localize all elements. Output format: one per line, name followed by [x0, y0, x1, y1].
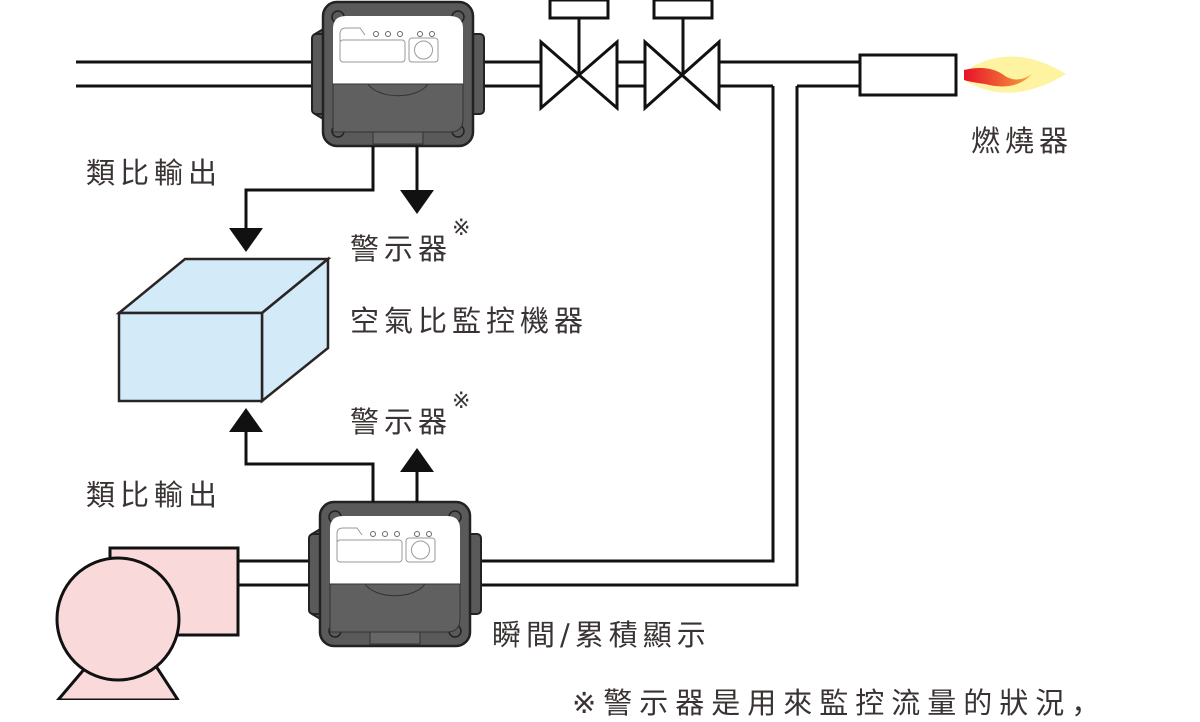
valve-2	[643, 0, 721, 112]
analog-output-bottom-label: 類比輸出	[86, 478, 223, 512]
footnote: ※警示器是用來監控流量的狀況，	[572, 686, 1108, 720]
arrow-up-to-monitor	[229, 408, 263, 432]
alarm-top-mark: ※	[452, 216, 471, 241]
blower	[55, 546, 312, 700]
display-label: 瞬間/累積顯示	[492, 618, 711, 652]
alarm-bottom-label: 警示器※	[350, 389, 470, 441]
arrow-down-to-alarm	[400, 190, 434, 214]
flow-meter-bottom	[307, 500, 483, 648]
air-ratio-monitor	[115, 256, 332, 404]
arrow-up-to-alarm	[400, 448, 434, 472]
analog-output-top-label: 類比輸出	[86, 156, 223, 190]
arrow-heads	[229, 190, 434, 472]
valve-1	[539, 0, 619, 112]
alarm-bottom-mark: ※	[452, 389, 471, 414]
monitor-label: 空氣比監控機器	[350, 304, 589, 338]
connecting-pipe	[482, 86, 799, 587]
burner	[858, 53, 1066, 97]
alarm-top-text: 警示器	[350, 232, 453, 266]
arrow-down-to-monitor	[229, 228, 263, 252]
top-pipe	[76, 60, 860, 88]
alarm-bottom-text: 警示器	[350, 405, 453, 439]
flow-meter-top	[310, 0, 486, 148]
flow-diagram	[55, 0, 1066, 700]
burner-label: 燃燒器	[971, 124, 1074, 158]
alarm-top-label: 警示器※	[350, 216, 470, 268]
